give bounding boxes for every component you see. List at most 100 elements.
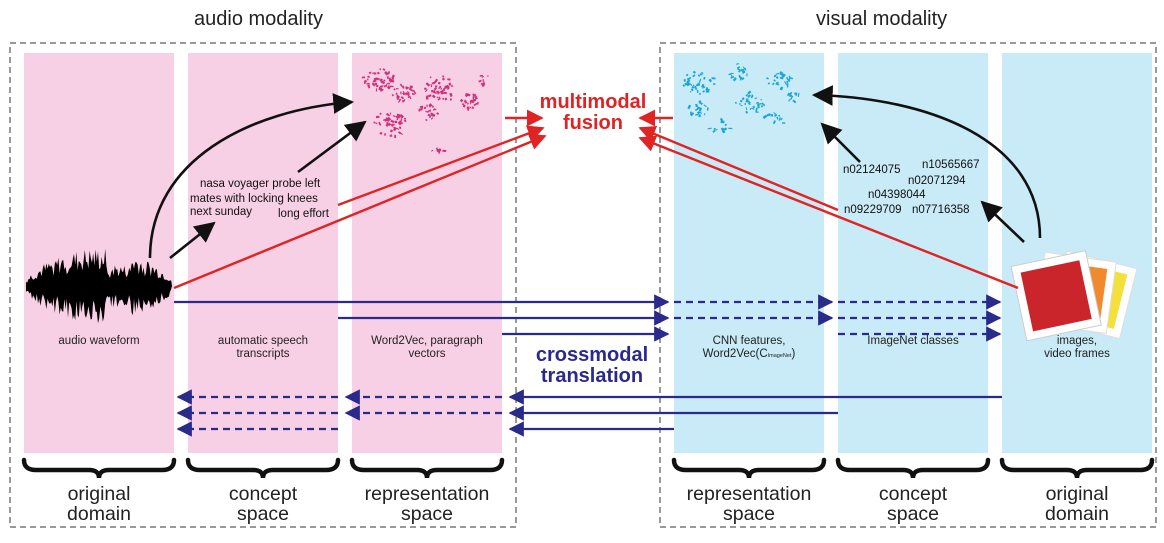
embedding-point xyxy=(388,71,390,73)
visual-representation-column xyxy=(674,53,824,453)
embedding-point xyxy=(700,102,703,105)
embedding-point xyxy=(449,92,453,97)
imagenet-classes-caption: ImageNet classes xyxy=(867,335,959,347)
embedding-point xyxy=(397,120,402,125)
embedding-point xyxy=(401,85,405,89)
transcript-line-1: nasa voyager probe left xyxy=(200,178,321,190)
embedding-point xyxy=(461,102,465,106)
embedding-point xyxy=(684,82,687,86)
embedding-point xyxy=(374,82,378,86)
embedding-point xyxy=(686,82,691,87)
embedding-point xyxy=(742,70,746,74)
embedding-point xyxy=(473,102,478,107)
embedding-point xyxy=(682,84,686,87)
embedding-point xyxy=(698,101,701,105)
embedding-point xyxy=(715,129,718,131)
embedding-point xyxy=(431,94,436,99)
embedding-point xyxy=(443,87,447,90)
curly-brace xyxy=(185,457,341,479)
embedding-point xyxy=(438,87,441,90)
embedding-point xyxy=(409,95,412,100)
embedding-point xyxy=(433,108,437,111)
embedding-point xyxy=(418,108,423,111)
embedding-point xyxy=(386,85,391,90)
embedding-point xyxy=(430,83,433,88)
transcript-line-2: mates with locking knees xyxy=(190,193,318,205)
embedding-point xyxy=(739,103,741,105)
embedding-point xyxy=(384,133,386,136)
curly-brace xyxy=(999,457,1155,479)
embedding-point xyxy=(737,68,741,71)
embedding-point xyxy=(436,96,439,99)
embedding-point xyxy=(479,74,483,77)
embedding-point xyxy=(379,78,382,82)
embedding-point xyxy=(447,78,451,81)
class-id-1: n02124075 xyxy=(843,164,901,176)
audio-concept-column xyxy=(188,53,338,453)
embedding-point xyxy=(747,90,752,95)
embedding-point xyxy=(781,73,786,77)
embedding-point xyxy=(407,96,410,99)
embedding-point xyxy=(431,81,436,85)
embedding-point xyxy=(466,106,470,110)
embedding-point xyxy=(383,84,388,88)
embedding-point xyxy=(482,82,486,86)
embedding-point xyxy=(379,85,383,88)
translation-arrows xyxy=(174,294,1002,437)
embedding-point xyxy=(696,89,699,93)
embedding-point xyxy=(428,103,432,107)
embedding-point xyxy=(389,80,393,83)
embedding-point xyxy=(373,121,376,124)
visual-embedding-points xyxy=(682,63,800,134)
embedding-point xyxy=(699,111,703,114)
embedding-point xyxy=(722,120,725,124)
embedding-point xyxy=(442,75,445,78)
embedding-point xyxy=(724,123,728,127)
embedding-point xyxy=(435,147,439,152)
embedding-point xyxy=(744,67,747,71)
embedding-point xyxy=(434,78,439,83)
embedding-point xyxy=(428,115,432,119)
embedding-point xyxy=(482,78,485,82)
embedding-point xyxy=(713,83,716,85)
embedding-point xyxy=(683,79,686,82)
embedding-point xyxy=(775,83,780,86)
audio-modality-title: audio modality xyxy=(194,8,323,30)
embedding-point xyxy=(437,151,441,153)
embedding-point xyxy=(739,99,743,103)
embedding-point xyxy=(792,99,797,104)
embedding-point xyxy=(741,68,745,72)
embedding-point xyxy=(739,76,743,81)
embedding-point xyxy=(388,77,391,82)
embedding-point xyxy=(405,86,409,90)
embedding-point xyxy=(474,95,478,100)
embedding-point xyxy=(400,91,402,95)
embedding-point xyxy=(752,105,755,109)
embedding-point xyxy=(436,112,440,116)
embedding-point xyxy=(395,88,399,90)
embedding-point xyxy=(789,77,794,80)
embedding-point xyxy=(438,96,441,99)
embedding-point xyxy=(387,82,390,85)
embedding-point xyxy=(379,131,383,135)
embedding-point xyxy=(398,121,403,126)
embedding-point xyxy=(450,85,454,87)
embedding-point xyxy=(486,75,489,77)
embedding-point xyxy=(698,114,701,118)
embedding-point xyxy=(402,99,406,103)
curly-brace xyxy=(835,457,991,479)
embedding-point xyxy=(382,68,386,71)
embedding-point xyxy=(766,114,771,117)
class-id-2: n10565667 xyxy=(922,159,980,171)
embedding-point xyxy=(387,116,392,121)
embedding-point xyxy=(686,80,689,85)
embedding-point xyxy=(368,71,372,75)
embedding-point xyxy=(426,95,429,98)
audio-representation-column xyxy=(352,53,502,453)
embedding-point xyxy=(707,127,712,130)
embedding-point xyxy=(720,119,723,124)
embedding-point xyxy=(440,87,442,90)
embedding-point xyxy=(366,82,370,85)
